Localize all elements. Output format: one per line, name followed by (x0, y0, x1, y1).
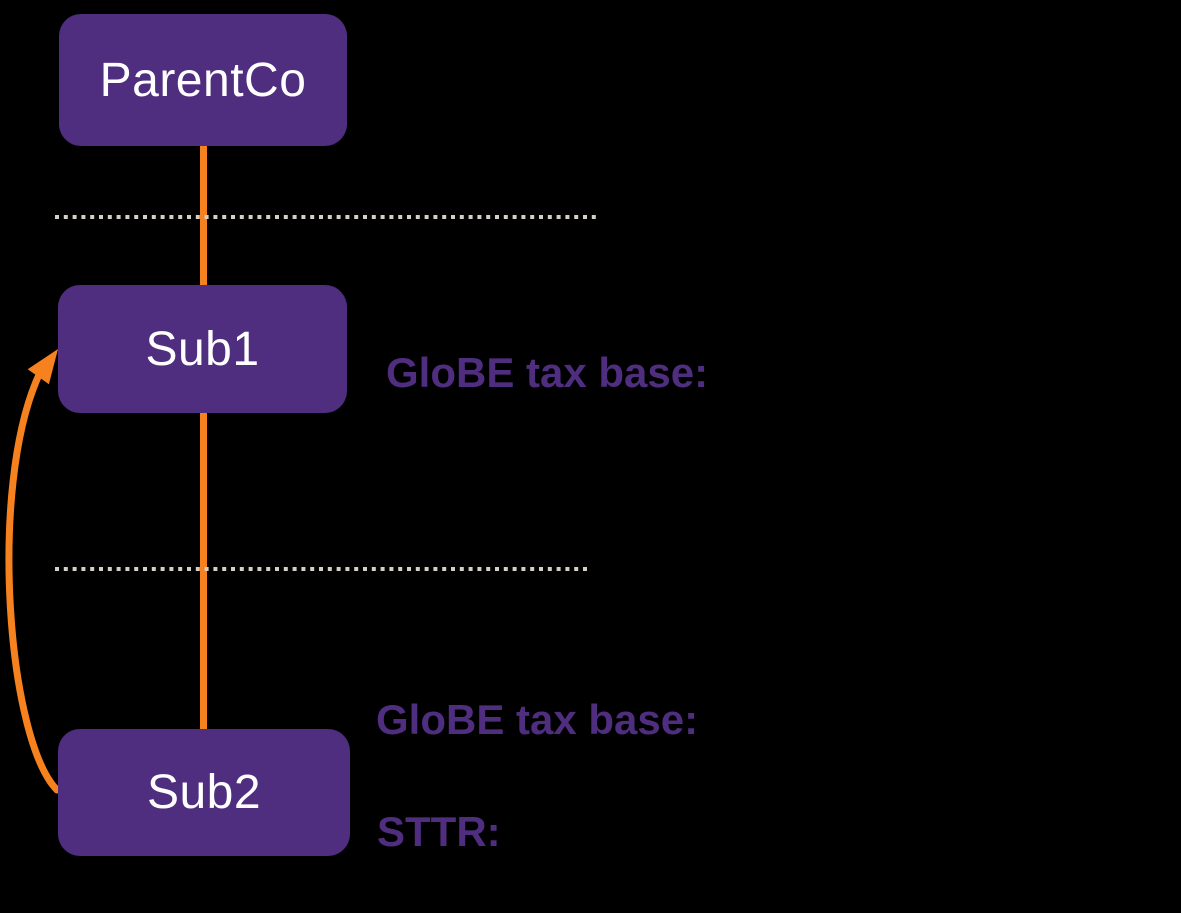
sub2-sttr-label: STTR: (377, 808, 501, 855)
arrowhead-icon (27, 349, 58, 385)
sub2-to-sub1-arrow (5, 373, 61, 794)
parentco-node: ParentCo (59, 14, 347, 146)
sub1-label: Sub1 (145, 322, 260, 376)
sub2-globe-tax-base-label: GloBE tax base: (376, 696, 699, 743)
sub2-label: Sub2 (146, 766, 262, 819)
sub1-globe-tax-base-label: GloBE tax base: (386, 349, 709, 396)
parentco-label: ParentCo (99, 53, 307, 107)
sub2-node: Sub2 (58, 729, 350, 856)
sub1-node: Sub1 (58, 285, 347, 413)
